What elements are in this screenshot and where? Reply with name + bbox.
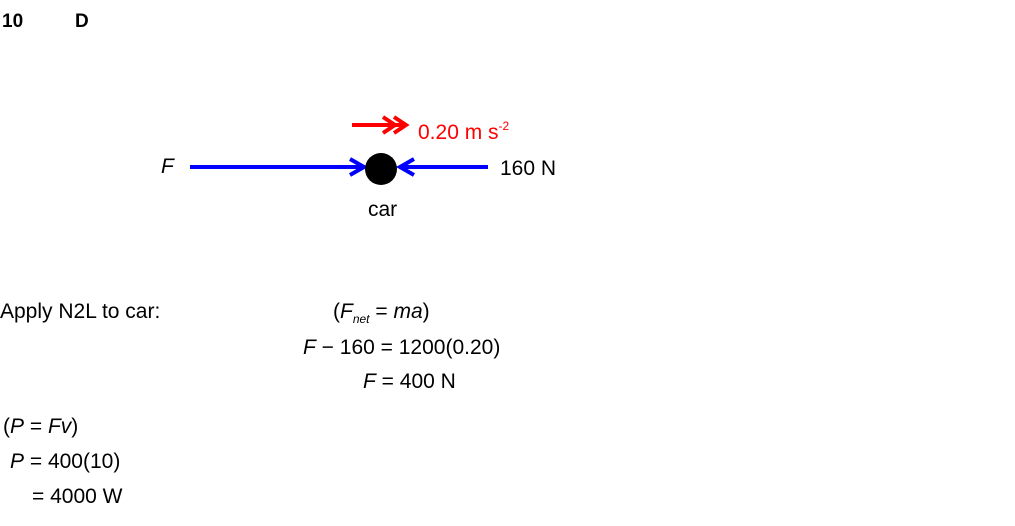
- substitution-line: F − 160 = 1200(0.20): [303, 336, 501, 359]
- working-intro: Apply N2L to car:: [0, 300, 161, 323]
- question-number: 10: [2, 11, 24, 32]
- acceleration-label: 0.20 m s-2: [418, 114, 509, 145]
- power-equation: (P = Fv): [3, 415, 79, 438]
- n2l-equation: (Fnet = ma): [333, 300, 430, 326]
- object-label: car: [368, 198, 398, 221]
- applied-force-arrow: [190, 157, 369, 177]
- resistance-label: 160 N: [500, 157, 557, 180]
- acceleration-exponent: -2: [498, 119, 510, 133]
- acceleration-value: 0.20 m s: [418, 121, 499, 144]
- car-dot: [365, 153, 397, 185]
- acceleration-arrow: [352, 115, 410, 135]
- force-label: F: [161, 155, 174, 178]
- force-diagram: [190, 115, 488, 185]
- answer-letter: D: [75, 11, 89, 32]
- power-result: = 4000 W: [32, 485, 123, 508]
- power-substitution: P = 400(10): [10, 450, 121, 473]
- force-result: F = 400 N: [363, 370, 456, 393]
- resistive-force-arrow: [395, 157, 488, 177]
